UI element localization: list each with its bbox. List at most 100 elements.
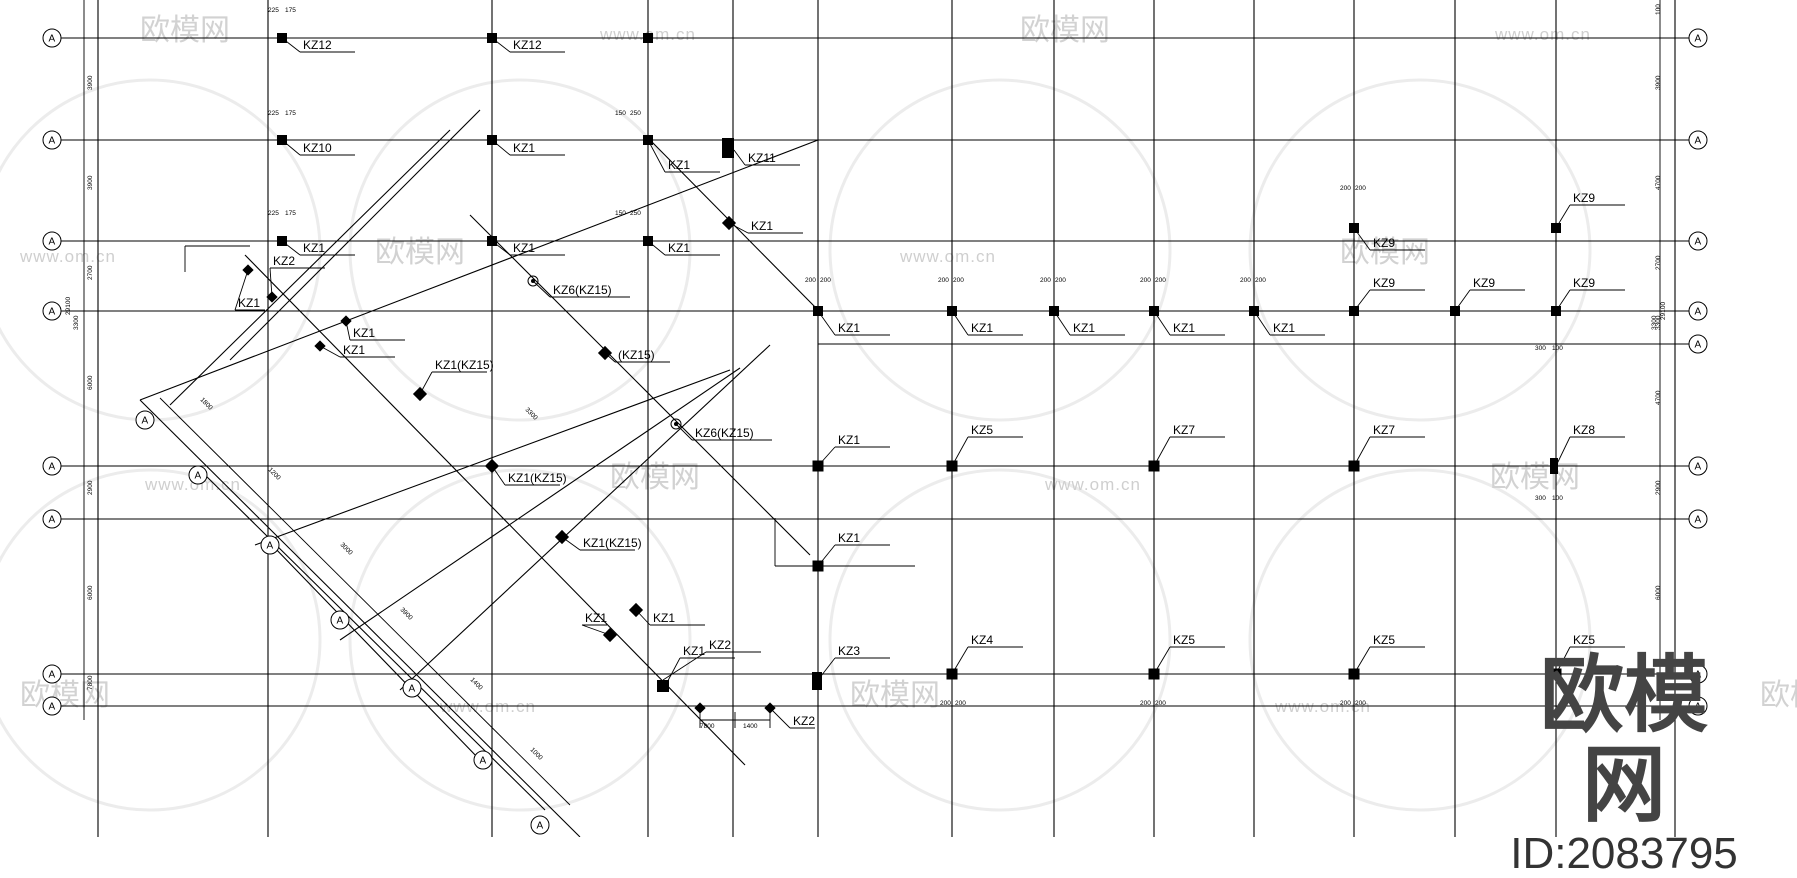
dimension-text: 250 (630, 210, 641, 217)
watermark-ring (1248, 78, 1592, 422)
leader-line (581, 624, 611, 636)
axis-bubble-label: A (49, 307, 56, 318)
watermark-site: www.om.cn (899, 247, 996, 266)
axis-bubble: A (42, 130, 62, 150)
dimension-text: 3300 (73, 315, 80, 330)
leader-line (662, 651, 707, 681)
dimension-text: 4700 (1655, 175, 1662, 190)
leader-line (951, 646, 969, 675)
dimension-text: 175 (285, 210, 296, 217)
leader-line (1353, 646, 1371, 675)
leader-line (269, 267, 273, 298)
axis-bubble-circle (135, 410, 155, 430)
axis-bubble-circle (42, 509, 62, 529)
dimension-text: 225 (268, 7, 279, 14)
axis-bubble-circle (1688, 509, 1708, 529)
leader-line (281, 139, 301, 156)
axis-bubble-circle (42, 231, 62, 251)
leader-line (491, 139, 511, 156)
axis-bubble: A (1688, 509, 1708, 529)
dimension-text: 200 (1140, 700, 1151, 707)
model-id: ID:2083795 (1510, 829, 1738, 878)
axis-bubble-label: A (49, 670, 56, 681)
axis-bubble-diagonal: A (135, 410, 155, 430)
column-label: KZ11 (748, 151, 776, 165)
leader-line (1353, 289, 1371, 312)
axis-bubble-circle (1688, 696, 1708, 716)
dimension-text: 1400 (743, 723, 758, 730)
column-label: KZ1 (653, 611, 675, 625)
leader-line (817, 657, 836, 681)
column-label: KZ1 (513, 141, 535, 155)
axis-bubble: A (1688, 456, 1708, 476)
leader-line (319, 345, 341, 358)
watermark-logo: 欧模网 (20, 678, 110, 713)
column-label: KZ7 (1373, 423, 1395, 437)
axis-bubble-label: A (1695, 340, 1702, 351)
axis-bubble-label: A (267, 541, 274, 552)
dimension-text: 200 (1340, 700, 1351, 707)
column-label: KZ8 (1573, 423, 1595, 437)
leader-line (532, 280, 551, 298)
watermark-ring (348, 468, 692, 812)
dimension-text: 1400 (469, 676, 484, 691)
column-label: KZ1 (838, 321, 860, 335)
dimension-text: 3900 (1655, 75, 1662, 90)
axis-bubble-label: A (1695, 307, 1702, 318)
axis-bubble-circle (330, 610, 350, 630)
column-label: KZ1 (751, 219, 773, 233)
leader-line (561, 536, 581, 551)
dimension-text: 6000 (87, 375, 94, 390)
watermark-layer: 欧模网欧模网欧模网欧模网欧模网欧模网欧模网欧模网欧模网www.om.cnwww.… (0, 13, 1797, 812)
watermark-ring (0, 468, 322, 812)
axis-bubble-circle (1688, 301, 1708, 321)
dimension-text: 3900 (87, 75, 94, 90)
axis-bubble: A (42, 664, 62, 684)
axis-bubble-label: A (1695, 702, 1702, 713)
leader-line (1253, 310, 1271, 336)
column-label: KZ2 (709, 638, 731, 652)
watermark-logo: 欧模网 (1020, 13, 1110, 48)
column-label: KZ6(KZ15) (695, 426, 754, 440)
axis-bubble: A (1688, 301, 1708, 321)
column-label: KZ5 (971, 423, 993, 437)
grid-line-diagonal (199, 469, 546, 811)
axis-bubble-circle (1688, 28, 1708, 48)
watermark-site: www.om.cn (144, 475, 241, 494)
column-label: KZ12 (513, 38, 542, 52)
dimension-text: 225 (268, 110, 279, 117)
grid-line-diagonal (139, 399, 581, 837)
column (722, 138, 734, 158)
dimension-text: 200 (1055, 277, 1066, 284)
axis-bubble: A (1688, 231, 1708, 251)
leader-line (234, 269, 249, 311)
axis-bubble-label: A (1695, 34, 1702, 45)
grid-line-diagonal (229, 109, 481, 361)
axis-bubble-label: A (409, 684, 416, 695)
dimension-text: 200 (953, 277, 964, 284)
axis-bubble-circle (1688, 456, 1708, 476)
column-label: KZ1 (238, 296, 260, 310)
grid-line-diagonal (271, 544, 481, 761)
axis-bubble-diagonal: A (530, 815, 550, 835)
axis-bubble-label: A (1695, 670, 1702, 681)
leader-line (1353, 436, 1371, 467)
column (657, 680, 669, 692)
watermark-logo: 欧模网 (140, 13, 230, 48)
axis-bubble-label: A (480, 756, 487, 767)
leader-line (817, 310, 836, 336)
column-label: KZ1 (353, 326, 375, 340)
dimension-text: 200 (1340, 185, 1351, 192)
column-label: KZ5 (1173, 633, 1195, 647)
column-label: KZ2 (793, 714, 815, 728)
leader-line (728, 222, 749, 234)
dimension-text: 3000 (339, 541, 354, 556)
axis-bubble-label: A (1695, 136, 1702, 147)
dimension-text: 3900 (399, 606, 414, 621)
axis-bubble-circle (42, 696, 62, 716)
leader-line (635, 609, 651, 626)
column-label: KZ5 (1373, 633, 1395, 647)
axis-bubble-circle (260, 535, 280, 555)
column-label: KZ10 (303, 141, 332, 155)
leader-line (281, 240, 301, 256)
